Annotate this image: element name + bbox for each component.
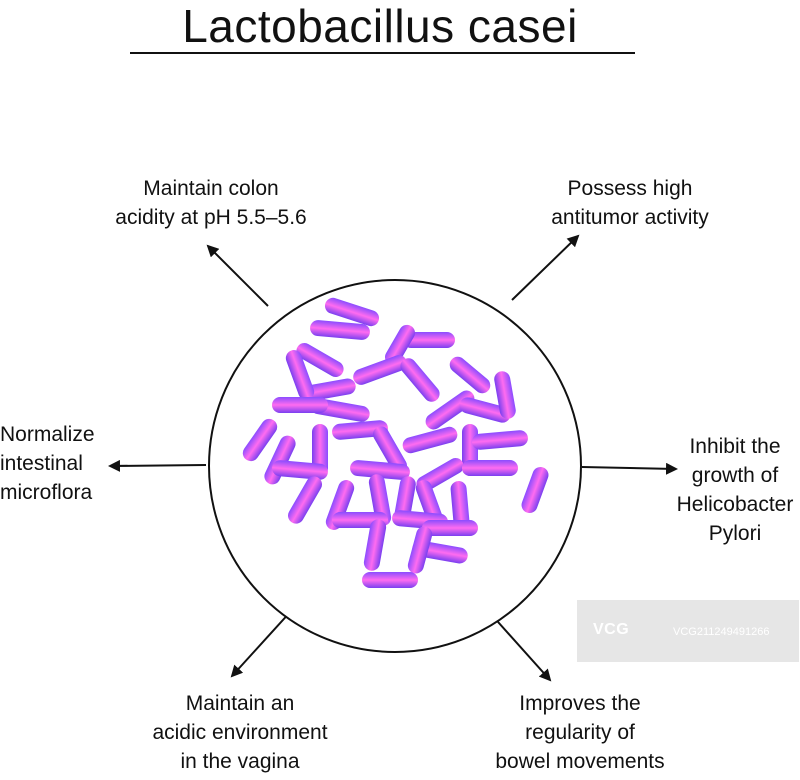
bacterium (494, 371, 516, 419)
bacterium (272, 397, 328, 413)
bacterium (373, 426, 407, 474)
bacterium (462, 460, 518, 476)
bacterium (363, 519, 387, 571)
bacterium (400, 358, 440, 402)
bacterium (385, 324, 415, 366)
bacterium (472, 430, 528, 450)
bacterium (407, 526, 433, 574)
label-vagina-acidity: Maintain an acidic environment in the va… (152, 692, 328, 773)
watermark-id: VCG211249491266 (673, 626, 770, 638)
bacterium (312, 424, 328, 476)
arrow-left (108, 459, 207, 472)
label-antitumor: Possess high antitumor activity (551, 177, 709, 229)
bacterium (450, 481, 470, 529)
bacterium (422, 520, 478, 536)
bacterium (521, 466, 549, 514)
bacterium (403, 332, 455, 348)
label-intestinal-microflora: Normalize intestinal microflora (0, 423, 95, 504)
bacteria-cluster (242, 297, 549, 588)
bacterium (288, 476, 322, 524)
bacterium (459, 397, 511, 423)
label-helicobacter: Inhibit the growth of Helicobacter Pylor… (676, 435, 794, 545)
bacterium (296, 343, 344, 377)
bacterium (285, 350, 315, 400)
bacterium (402, 426, 458, 454)
arrow-bottom-left (230, 609, 293, 678)
bacterium (242, 418, 278, 462)
label-colon-acidity: Maintain colon acidity at pH 5.5–5.6 (115, 177, 307, 229)
bacterium (272, 460, 328, 480)
bacterium (310, 320, 370, 340)
arrow-top-right (511, 234, 580, 301)
arrow-bottom-right (489, 612, 552, 682)
watermark-logo: VCG (593, 621, 630, 638)
title-underline (130, 52, 635, 54)
bacterium (264, 435, 296, 485)
arrow-top-left (206, 244, 269, 307)
bacterium (350, 460, 410, 480)
bacterium (362, 572, 418, 588)
bacterium (324, 297, 380, 327)
diagram-title: Lactobacillus casei (182, 0, 578, 52)
bacterium (353, 355, 407, 385)
watermark: VCG VCG211249491266 (577, 600, 799, 662)
label-bowel-regularity: Improves the regularity of bowel movemen… (495, 692, 665, 773)
arrow-right (581, 462, 678, 475)
bacterium (300, 378, 356, 402)
bacterium (449, 356, 491, 394)
